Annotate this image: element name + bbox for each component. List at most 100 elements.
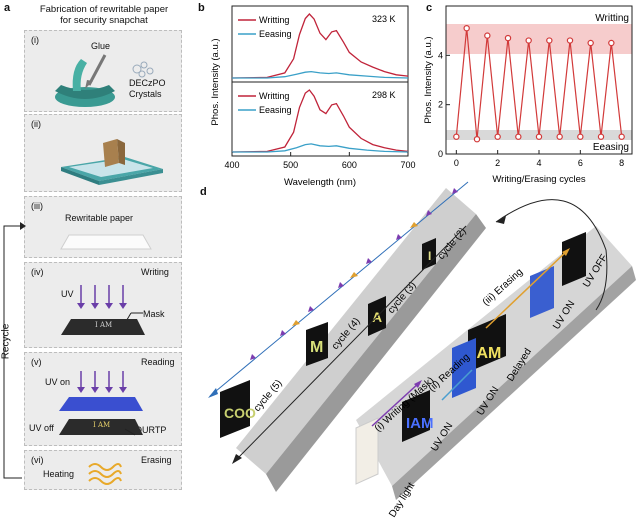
cycle-point <box>597 133 605 140</box>
step-i: (i) Glue DECzPO Crystals <box>24 30 182 112</box>
c-xtick-label: 0 <box>454 158 459 168</box>
heating-coil-icon <box>88 463 122 485</box>
lower-platform-side <box>392 266 636 500</box>
panel-b-letter: b <box>198 2 205 14</box>
step-ii: (ii) <box>24 114 182 192</box>
panel-b-bottom-title: 298 K <box>372 90 396 100</box>
step-vi-number: (vi) <box>31 455 44 465</box>
uv-off-label: UV off <box>29 423 54 433</box>
panel-b-bottom-frame <box>231 81 409 157</box>
cycle-curve-arrow <box>495 199 608 311</box>
panel-c-writing-band <box>446 24 632 54</box>
panel-a-title-line2: for security snapchat <box>60 15 148 26</box>
cycle-point <box>473 135 481 143</box>
panel-d-illustration: I A M COO cycle (2) cycle (3) cycle (4) … <box>208 181 636 520</box>
panel-b-top-title: 323 K <box>372 14 396 24</box>
step-i-number: (i) <box>31 35 39 45</box>
step-iii: (iii) Rewritable paper <box>24 196 182 258</box>
legend-label-writing-bottom: Writting <box>259 91 289 101</box>
step-vi: (vi) Erasing Heating <box>24 450 182 490</box>
b-xtick-label: 600 <box>342 160 357 170</box>
writing-paper-text: I AM <box>95 321 113 329</box>
spectrum-line-bottom-erasing <box>232 143 409 153</box>
panel-c-letter: c <box>426 2 433 14</box>
glue-bowl-illustration <box>55 54 154 107</box>
cycle-point <box>546 37 553 44</box>
cycle-point <box>556 133 563 140</box>
cycle-point <box>484 32 491 39</box>
step-v: (v) Reading UV on UV off OURTP I AM <box>24 352 182 446</box>
uv-on-label: UV on <box>45 377 71 387</box>
b-xtick-label: 700 <box>400 160 415 170</box>
b-xtick-label: 500 <box>283 160 298 170</box>
panel-c-erasing-label: Eeasing <box>593 142 629 153</box>
upper-platform-top <box>236 188 476 474</box>
panel-a-letter: a <box>4 2 11 14</box>
c-ytick-label: 0 <box>438 149 443 159</box>
cycle-point <box>618 133 625 140</box>
screen-cycle2 <box>422 238 436 270</box>
paper-illustration <box>60 234 152 250</box>
reading-paper-text: I AM <box>93 421 111 429</box>
b-xtick-label: 400 <box>224 160 239 170</box>
c-xtick-label: 6 <box>578 158 583 168</box>
c-ytick-label: 4 <box>438 50 443 60</box>
heating-label: Heating <box>43 469 75 479</box>
screen-cycle4-glyph: M <box>310 339 323 356</box>
cycle-point <box>587 39 594 47</box>
reading-illustration <box>59 371 143 436</box>
screen-daylight <box>355 417 379 485</box>
cycle-point <box>577 133 584 140</box>
uv-label: UV <box>61 289 74 299</box>
panel-a-title-line1: Fabrication of rewritable paper <box>39 4 169 15</box>
screen-uv-on <box>402 390 430 442</box>
upper-track-line <box>209 181 469 397</box>
cycle-point <box>535 133 543 140</box>
panel-a-title: Fabrication of rewritable paper for secu… <box>24 4 184 26</box>
recycle-label: Recycle <box>0 323 12 360</box>
cycle-point <box>608 39 615 47</box>
mask-label: Mask <box>143 309 165 319</box>
step-iv-number: (iv) <box>31 267 44 277</box>
c-xtick-label: 8 <box>619 158 624 168</box>
erasing-arrow <box>485 249 569 329</box>
step-iii-number: (iii) <box>31 201 43 211</box>
spectrum-line-top-erasing <box>232 70 409 79</box>
cycle-point <box>463 25 470 32</box>
reading-arrow <box>441 369 473 401</box>
legend-label-writing-top: Writting <box>259 15 289 25</box>
ourtp-label: OURTP <box>135 425 167 435</box>
screen-cycle4 <box>306 322 328 366</box>
writing-illustration <box>61 285 145 335</box>
cycle-point <box>504 34 512 42</box>
cycle-point <box>515 133 522 140</box>
crystals-label: Crystals <box>129 89 162 99</box>
cycle-point <box>453 133 460 140</box>
screen-erase-blue <box>530 266 554 318</box>
screen-delayed-glyph: IAM <box>472 345 501 362</box>
recycle-arrow <box>3 222 26 479</box>
panel-c-writing-label: Writting <box>595 13 629 24</box>
reading-label: Reading <box>141 357 175 367</box>
panel-c-xlabel: Writing/Erasing cycles <box>492 174 586 185</box>
long-return-arrow <box>235 225 467 461</box>
glue-label: Glue <box>91 41 111 51</box>
erasing-label: Erasing <box>141 455 172 465</box>
panel-b-ylabel: Phos. Intensity (a.u.) <box>210 38 221 125</box>
c-xtick-label: 2 <box>495 158 500 168</box>
c-ytick-label: 2 <box>438 100 443 110</box>
spectrum-line-top-writing <box>231 13 409 79</box>
writing-arrow <box>371 381 421 427</box>
panel-b-xlabel: Wavelength (nm) <box>284 177 356 188</box>
cycle-point <box>525 37 532 44</box>
writing-label: Writing <box>141 267 169 277</box>
step-ii-number: (ii) <box>31 119 41 129</box>
screen-uv-on-glyph: IAM <box>406 415 434 432</box>
screen-cycle5 <box>220 380 250 438</box>
c-xtick-label: 4 <box>536 158 541 168</box>
step-v-number: (v) <box>31 357 42 367</box>
screen-uv-off <box>562 232 586 286</box>
step-iv: (iv) Writing UV Mask I AM <box>24 262 182 348</box>
cycle-point <box>566 37 574 44</box>
